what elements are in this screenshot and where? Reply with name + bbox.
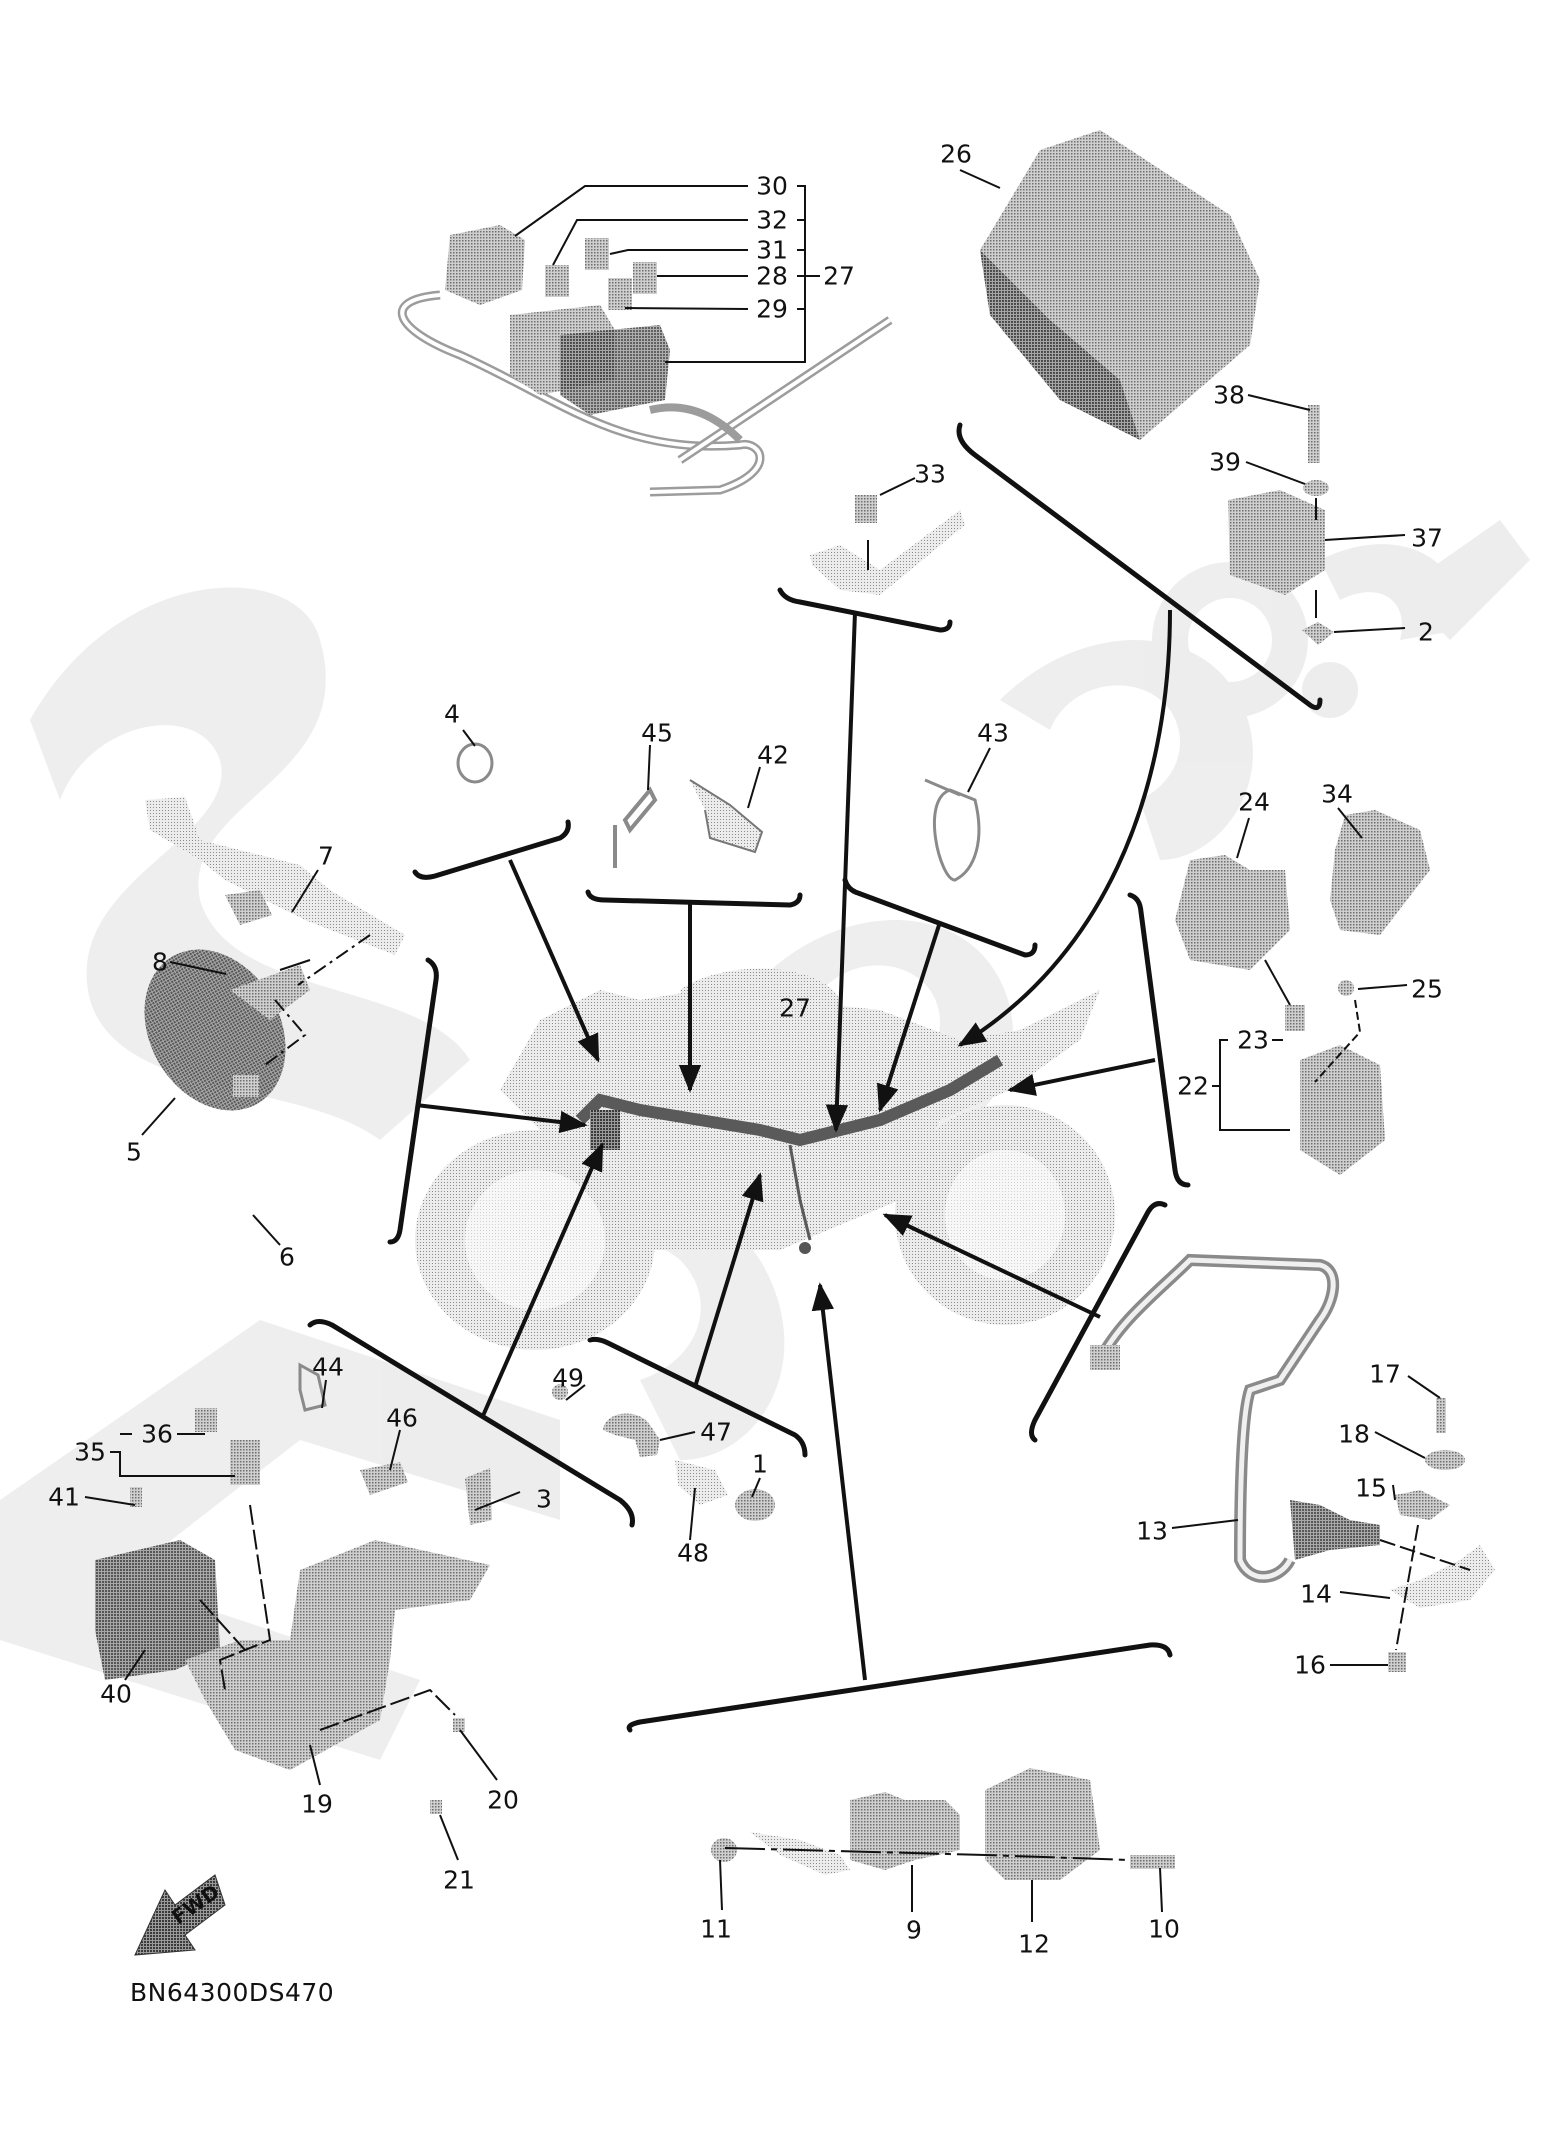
horn-group: [141, 797, 405, 1246]
callout-20: 20: [487, 1785, 519, 1815]
callout-40: 40: [100, 1679, 132, 1709]
callout-31: 31: [756, 235, 788, 265]
diagram-code-label: BN64300DS470: [130, 1978, 335, 2007]
callout-11: 11: [700, 1914, 732, 1944]
callout-2: 2: [1418, 617, 1434, 647]
ecu-bracket-group: [84, 1362, 521, 1861]
callout-25: 25: [1411, 974, 1443, 1004]
callout-32: 32: [756, 205, 788, 235]
relay-37-group: [1228, 394, 1406, 645]
callout-16: 16: [1294, 1650, 1326, 1680]
small-clips-top: [456, 729, 991, 882]
callout-33: 33: [914, 459, 946, 489]
bracket-33-group: [810, 477, 965, 595]
callout-15: 15: [1355, 1473, 1387, 1503]
callout-24: 24: [1238, 787, 1270, 817]
callout-14: 14: [1300, 1579, 1332, 1609]
callout-49: 49: [552, 1363, 584, 1393]
callout-43: 43: [977, 718, 1009, 748]
callout-47: 47: [700, 1417, 732, 1447]
assembly-pointer-arrows: [415, 609, 1172, 1681]
callout-45: 45: [641, 718, 673, 748]
callout-28: 28: [756, 261, 788, 291]
callout-13: 13: [1136, 1516, 1168, 1546]
callout-23: 23: [1237, 1025, 1269, 1055]
callout-19: 19: [301, 1789, 333, 1819]
callout-37: 37: [1411, 523, 1443, 553]
callout-39: 39: [1209, 447, 1241, 477]
callout-35: 35: [74, 1437, 106, 1467]
callout-12: 12: [1018, 1929, 1050, 1959]
callout-44: 44: [312, 1352, 344, 1382]
relay-group-right: [1175, 807, 1430, 1175]
o2-sensor-group: [1090, 1253, 1495, 1672]
forward-direction-arrow: FWD: [134, 1874, 226, 1956]
callout-22: 22: [1177, 1071, 1209, 1101]
callout-38: 38: [1213, 380, 1245, 410]
callout-41: 41: [48, 1482, 80, 1512]
callout-10: 10: [1148, 1914, 1180, 1944]
callout-34: 34: [1321, 779, 1353, 809]
callout-30: 30: [756, 171, 788, 201]
callout-21: 21: [443, 1865, 475, 1895]
callout-27-fuse-set: 27: [823, 261, 855, 291]
fuse-box-assembly: [397, 225, 893, 497]
callout-8: 8: [152, 947, 168, 977]
callout-36: 36: [141, 1419, 173, 1449]
callout-7: 7: [318, 841, 334, 871]
callout-42: 42: [757, 740, 789, 770]
battery: [959, 130, 1260, 440]
callout-29: 29: [756, 294, 788, 324]
callout-17: 17: [1369, 1359, 1401, 1389]
starter-motor-group: [711, 1768, 1175, 1922]
assembly-brackets: [307, 422, 1323, 1733]
callout-9: 9: [906, 1915, 922, 1945]
callout-4: 4: [444, 699, 460, 729]
callout-48: 48: [677, 1538, 709, 1568]
callout-27-harness: 27: [779, 993, 811, 1023]
clips-group: [552, 1384, 775, 1541]
callout-18: 18: [1338, 1419, 1370, 1449]
callout-1: 1: [752, 1449, 768, 1479]
callout-6: 6: [279, 1242, 295, 1272]
callout-26: 26: [940, 139, 972, 169]
motorcycle-illustration: [415, 968, 1115, 1350]
fuse-box-leaders: [514, 185, 820, 363]
callout-3: 3: [536, 1484, 552, 1514]
callout-46: 46: [386, 1403, 418, 1433]
callout-5: 5: [126, 1137, 142, 1167]
